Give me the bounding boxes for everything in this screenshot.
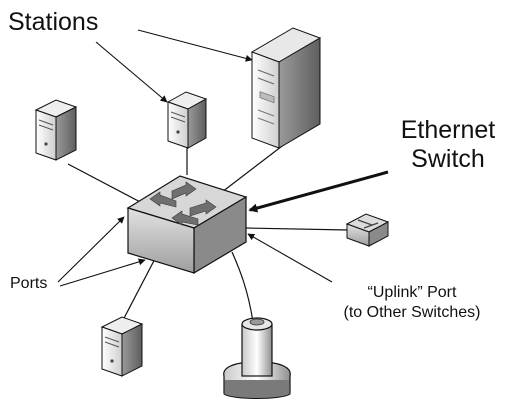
switch-arrows xyxy=(149,181,217,226)
ethernet-switch-label-line1: Ethernet xyxy=(400,116,496,144)
arrow-ports-lower xyxy=(59,258,146,287)
arrow-switch-label xyxy=(248,170,389,213)
ethernet-switch-label: Ethernet Switch xyxy=(392,118,504,172)
server-tower-icon xyxy=(166,91,208,149)
server-rack-icon xyxy=(250,27,322,149)
cable-server-left xyxy=(67,163,147,206)
ethernet-switch-icon xyxy=(126,175,248,275)
server-tower-icon xyxy=(100,316,144,377)
annotation-arrows xyxy=(57,29,389,287)
arrow-uplink xyxy=(247,233,333,283)
cable-server-bottom xyxy=(121,252,159,323)
arrow-stations-to-server xyxy=(95,41,168,103)
uplink-port-label: “Uplink” Port (to Other Switches) xyxy=(318,285,506,321)
uplink-port-label-line1: “Uplink” Port xyxy=(367,284,457,301)
ethernet-switch-label-line2: Switch xyxy=(411,145,485,173)
cable-small-switch xyxy=(244,227,349,231)
small-switch-icon xyxy=(345,213,390,247)
stations-label: Stations xyxy=(8,8,99,36)
uplink-port-label-line2: (to Other Switches) xyxy=(343,304,481,321)
server-tower-icon xyxy=(34,99,78,161)
cable-uplink xyxy=(231,251,254,323)
arrow-ports-upper xyxy=(57,216,125,283)
ports-label: Ports xyxy=(10,275,48,292)
arrow-stations-to-rack xyxy=(137,29,253,62)
cable-connector-icon xyxy=(223,317,291,399)
